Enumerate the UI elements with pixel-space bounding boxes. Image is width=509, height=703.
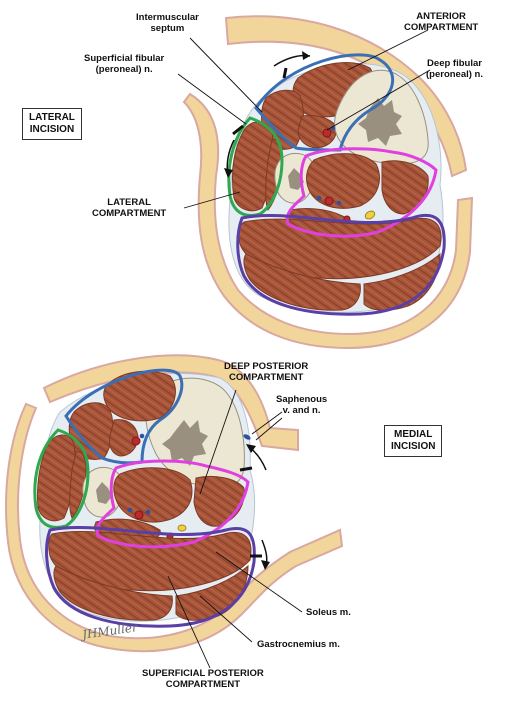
bottom-retraction-arrow-lower-head: [261, 560, 270, 570]
label-line: ANTERIOR: [416, 11, 466, 22]
bottom-tibia-marrow: [162, 420, 208, 466]
top-vein-2: [336, 200, 342, 206]
top-tibia-marrow: [358, 98, 402, 146]
top-retraction-arrow-lateral-head: [224, 168, 233, 178]
label-lateral-incision: LATERAL INCISION: [22, 108, 82, 140]
top-lateral-compartment-outline: [227, 116, 284, 217]
bottom-anterior-artery: [131, 436, 141, 446]
label-soleus: Soleus m.: [306, 607, 351, 618]
label-line: Intermuscular: [136, 12, 199, 23]
leader-soleus: [215, 551, 303, 613]
top-anterior-incision-mark: [282, 67, 288, 79]
label-intermuscular-septum: Intermuscular septum: [136, 12, 199, 34]
top-retraction-arrow-anterior-head: [302, 51, 310, 60]
label-line: COMPARTMENT: [229, 372, 304, 383]
leader-deep-fibular: [326, 69, 431, 131]
label-line: COMPARTMENT: [165, 679, 240, 690]
label-line: LATERAL: [29, 112, 75, 123]
top-posterior-tibial-artery: [324, 196, 334, 206]
leader-lines: [167, 29, 431, 669]
label-line: LATERAL: [107, 197, 151, 208]
label-superficial-fibular: Superficial fibular (peroneal) n.: [84, 53, 164, 75]
label-line: Superficial fibular: [84, 53, 165, 64]
leader-intermuscular-septum: [189, 37, 263, 113]
top-gastrocnemius-medial: [363, 252, 441, 311]
leader-saphenous-1: [251, 411, 283, 435]
top-deep-posterior-compartment-outline: [285, 147, 438, 238]
bottom-lateral-compartment-outline: [33, 428, 90, 529]
top-anterior-artery: [322, 128, 332, 138]
top-lateral-incision-mark: [232, 124, 244, 136]
bottom-deep-posterior-compartment-outline: [95, 459, 250, 549]
bottom-vein-1: [127, 507, 133, 513]
bottom-fibula-marrow: [96, 482, 112, 504]
label-saphenous: Saphenous v. and n.: [276, 394, 327, 416]
label-lateral-compartment: LATERAL COMPARTMENT: [92, 197, 166, 219]
top-tibial-nerve: [364, 210, 376, 220]
top-anterior-muscle-3: [297, 115, 337, 149]
label-gastrocnemius: Gastrocnemius m.: [257, 639, 340, 650]
label-line: INCISION: [391, 441, 436, 452]
label-medial-incision: MEDIAL INCISION: [384, 425, 443, 457]
bottom-soleus: [48, 531, 252, 592]
bottom-anterior-muscle-1: [103, 370, 176, 422]
bottom-anterior-compartment-outline: [64, 368, 184, 465]
top-superficial-posterior-compartment-outline: [236, 213, 446, 316]
label-line: Saphenous: [276, 394, 328, 405]
label-line: septum: [150, 23, 185, 34]
top-skin-lateral-flap: [182, 92, 474, 350]
top-vein-1: [316, 195, 322, 201]
top-anterior-compartment-outline: [254, 53, 395, 152]
top-cross-section: [182, 15, 474, 350]
leader-anterior-compartment: [347, 29, 429, 71]
label-line: v. and n.: [282, 405, 321, 416]
label-line: DEEP POSTERIOR: [224, 361, 309, 372]
bottom-deep-posterior-muscle-2: [193, 475, 245, 527]
top-gastrocnemius-lateral: [243, 253, 361, 311]
bottom-anterior-muscle-3: [109, 419, 139, 457]
bottom-medial-incision-mark-1: [239, 466, 253, 472]
leader-superficial-posterior: [167, 575, 211, 669]
bottom-gastrocnemius-lateral: [53, 565, 173, 621]
label-deep-posterior-compartment: DEEP POSTERIOR COMPARTMENT: [224, 361, 308, 383]
bottom-saphenous-vein: [243, 434, 251, 440]
leader-lateral-compartment: [183, 191, 241, 209]
leader-superficial-fibular: [177, 73, 247, 125]
bottom-lateral-muscle-2: [69, 451, 87, 519]
label-line: Deep fibular: [427, 58, 482, 69]
bottom-skin-medial-flap: [5, 402, 344, 653]
label-line: COMPARTMENT: [92, 208, 167, 219]
label-superficial-posterior-compartment: SUPERFICIAL POSTERIOR COMPARTMENT: [142, 668, 264, 690]
top-fibula-marrow: [288, 168, 304, 190]
label-line: (peroneal) n.: [95, 64, 153, 75]
bottom-cross-section: [5, 354, 344, 653]
label-line: (peroneal) n.: [426, 69, 484, 80]
label-deep-fibular: Deep fibular (peroneal) n.: [426, 58, 483, 80]
bottom-vein-2: [145, 509, 151, 515]
label-line: COMPARTMENT: [404, 22, 479, 33]
label-line: MEDIAL: [394, 429, 433, 440]
top-soleus: [238, 218, 442, 280]
leader-saphenous-2: [255, 417, 283, 441]
bottom-tibial-nerve: [177, 524, 187, 532]
label-line: SUPERFICIAL POSTERIOR: [142, 668, 264, 679]
bottom-lateral-muscle-1: [37, 434, 76, 522]
bottom-anterior-vein: [139, 433, 145, 439]
bottom-posterior-tibial-artery: [134, 510, 144, 520]
leader-deep-posterior: [199, 389, 237, 495]
bottom-superficial-posterior-compartment-outline: [45, 526, 256, 628]
label-anterior-compartment: ANTERIOR COMPARTMENT: [404, 11, 478, 33]
leader-gastrocnemius: [199, 595, 253, 643]
top-deep-posterior-muscle-1: [306, 153, 380, 209]
bottom-retraction-arrow-upper-head: [246, 444, 256, 453]
bottom-deep-posterior-muscle-1: [113, 467, 193, 523]
label-line: INCISION: [29, 124, 75, 135]
